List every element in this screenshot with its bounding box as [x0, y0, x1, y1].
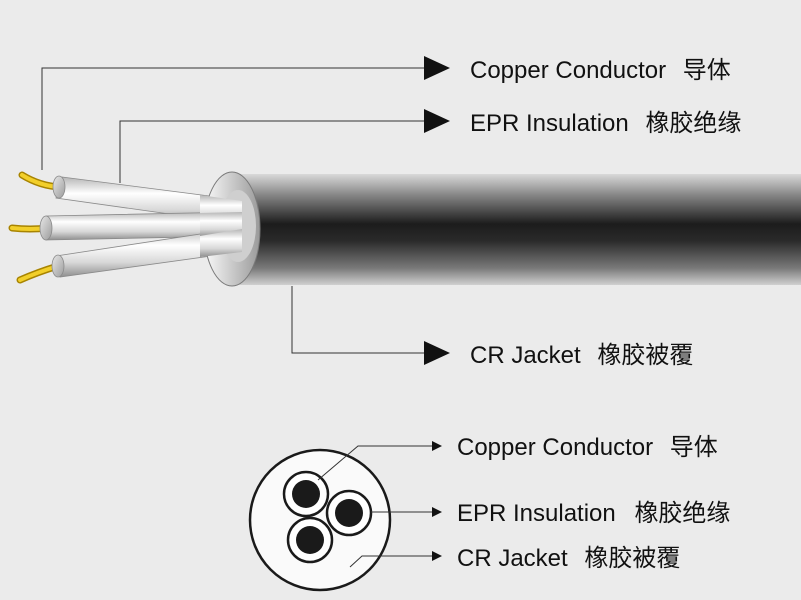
arrow-icon: [432, 507, 442, 517]
label-zh: 导体: [670, 434, 718, 461]
label-zh: 橡胶被覆: [584, 545, 680, 572]
cross-label-copper-conductor: Copper Conductor 导体: [457, 434, 718, 461]
arrow-icon: [432, 441, 442, 451]
arrow-icon: [424, 341, 450, 365]
arrow-icon: [424, 56, 450, 80]
label-copper-conductor: Copper Conductor 导体: [470, 57, 731, 84]
cable-cross-section: [248, 448, 392, 592]
cross-label-epr-insulation: EPR Insulation 橡胶绝缘: [457, 500, 730, 527]
side-arrowheads: [424, 56, 450, 365]
core-1: [282, 470, 330, 518]
arrow-icon: [424, 109, 450, 133]
cross-label-cr-jacket: CR Jacket 橡胶被覆: [457, 545, 680, 572]
cross-leader-lines: [317, 445, 432, 568]
label-en: Copper Conductor: [457, 434, 653, 461]
label-en: EPR Insulation: [457, 500, 616, 527]
label-zh: 橡胶被覆: [597, 342, 693, 369]
label-en: Copper Conductor: [470, 57, 666, 84]
label-en: CR Jacket: [457, 545, 568, 572]
label-epr-insulation: EPR Insulation 橡胶绝缘: [470, 110, 741, 137]
core-2: [325, 489, 373, 537]
label-zh: 橡胶绝缘: [645, 110, 741, 137]
cross-arrowheads: [432, 441, 442, 561]
arrow-icon: [432, 551, 442, 561]
label-cr-jacket: CR Jacket 橡胶被覆: [470, 342, 693, 369]
core-3: [286, 516, 334, 564]
side-leader-lines: [41, 67, 426, 354]
label-en: CR Jacket: [470, 342, 581, 369]
cr-jacket: [203, 171, 801, 287]
label-zh: 橡胶绝缘: [634, 500, 730, 527]
epr-insulated-cores: [39, 175, 241, 278]
label-en: EPR Insulation: [470, 110, 629, 137]
label-zh: 导体: [683, 57, 731, 84]
